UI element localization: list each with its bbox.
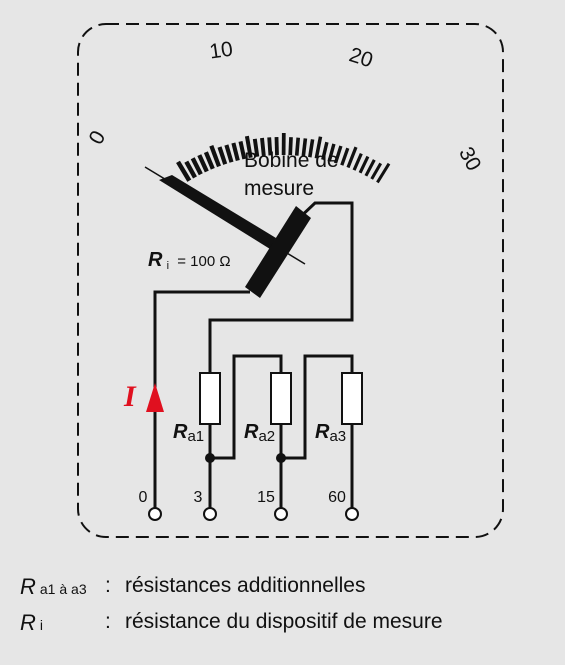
terminal-0[interactable] xyxy=(148,507,162,521)
resistor-label-ra2: Ra2 xyxy=(244,421,275,445)
scale-tick xyxy=(288,137,293,156)
terminal-3[interactable] xyxy=(203,507,217,521)
scale-tick xyxy=(327,143,336,162)
scale-tick xyxy=(340,147,350,166)
ammeter-diagram: 0 10 20 30 Bobine de mesure R i = 100 Ω … xyxy=(77,23,504,538)
scale-tick xyxy=(252,138,260,157)
scale-label-0: 0 xyxy=(84,127,110,149)
junction-dot xyxy=(205,453,215,463)
legend-colon: : xyxy=(105,610,111,633)
legend-colon: : xyxy=(105,574,111,597)
scale-tick xyxy=(274,137,279,156)
junction-dot xyxy=(276,453,286,463)
resistor-label-ra3: Ra3 xyxy=(315,421,346,445)
scale-tick xyxy=(364,159,376,177)
current-arrow xyxy=(146,383,164,412)
scale-tick xyxy=(176,160,192,182)
terminal-label-15: 15 xyxy=(257,489,275,506)
measuring-coil xyxy=(245,206,311,298)
legend-description: résistance du dispositif de mesure xyxy=(125,610,443,633)
instrument-enclosure xyxy=(77,23,504,538)
scale-tick xyxy=(358,155,370,174)
scale-tick xyxy=(376,162,391,184)
scale-tick xyxy=(184,160,197,179)
scale-tick xyxy=(308,139,315,158)
scale-tick xyxy=(321,141,329,161)
terminal-15[interactable] xyxy=(274,507,288,521)
terminal-label-3: 3 xyxy=(194,489,203,506)
scale-tick xyxy=(238,140,247,160)
scale-tick xyxy=(267,137,273,156)
resistor-label-ra1: Ra1 xyxy=(173,421,204,445)
scale-tick xyxy=(224,144,234,163)
coil-wire-top xyxy=(208,201,354,373)
resistor-ra2 xyxy=(270,372,292,425)
resistor-ra3 xyxy=(341,372,363,425)
scale-tick xyxy=(352,152,363,171)
current-label: I xyxy=(123,380,137,413)
terminal-label-0: 0 xyxy=(139,489,148,506)
scale-tick xyxy=(370,162,383,180)
coil-label-line1: Bobine de xyxy=(244,149,339,172)
scale-tick xyxy=(190,157,203,176)
scale-tick xyxy=(260,137,266,157)
scale-tick xyxy=(301,138,308,157)
scale-tick xyxy=(209,145,221,168)
scale-tick xyxy=(197,154,209,173)
scale-tick xyxy=(244,135,253,159)
scale-tick xyxy=(333,145,343,164)
coil-label-line2: mesure xyxy=(244,177,314,200)
scale-ticks xyxy=(176,132,391,184)
scale-tick xyxy=(231,142,240,161)
scale-tick xyxy=(314,136,323,159)
scale-tick xyxy=(203,151,215,170)
scale-label-20: 20 xyxy=(346,43,375,72)
scale-label-30: 30 xyxy=(454,143,485,174)
scale-label-10: 10 xyxy=(208,38,234,64)
resistor-network xyxy=(208,354,354,508)
legend-description: résistances additionnelles xyxy=(125,574,366,597)
scale-tick xyxy=(346,146,358,169)
internal-resistance-label: R i = 100 Ω xyxy=(148,249,231,273)
scale-tick xyxy=(294,137,301,156)
terminal-60[interactable] xyxy=(345,507,359,521)
coil-wire-left xyxy=(153,290,250,508)
terminal-label-60: 60 xyxy=(328,489,346,506)
scale-tick xyxy=(217,146,228,165)
resistor-ra1 xyxy=(199,372,221,425)
